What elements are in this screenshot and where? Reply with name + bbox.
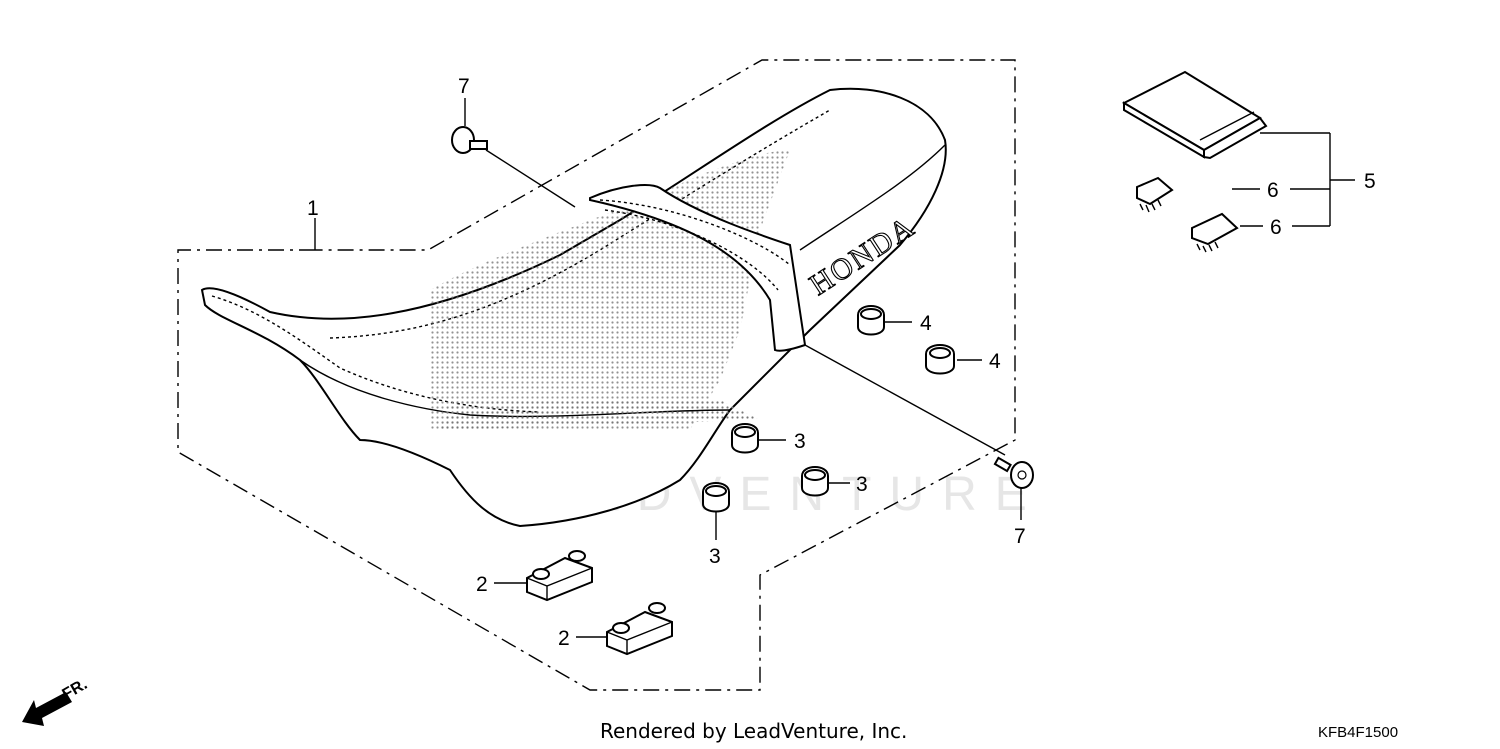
footer-credit: Rendered by LeadVenture, Inc. [600, 719, 907, 743]
callout-cushion-4-lower: 4 [989, 350, 1001, 373]
callout-clip-6-upper: 6 [1267, 179, 1279, 202]
cushion-4-upper[interactable] [857, 305, 885, 336]
assembly-outline [177, 59, 1016, 691]
callout-bolt-lower: 7 [1014, 525, 1026, 548]
bolt-lower[interactable] [993, 456, 1034, 489]
callout-kit: 5 [1364, 170, 1376, 193]
bolt-upper[interactable] [451, 126, 488, 154]
callout-block-2-lower: 2 [558, 627, 570, 650]
cushion-3-a[interactable] [731, 423, 759, 454]
block-2-upper[interactable] [526, 550, 593, 602]
callout-block-2-upper: 2 [476, 573, 488, 596]
seat-assembly[interactable]: HONDA [200, 87, 947, 528]
callout-clip-6-lower: 6 [1270, 216, 1282, 239]
cushion-3-b[interactable] [801, 466, 829, 497]
diagram-code: KFB4F1500 [1318, 724, 1398, 741]
cushion-4-lower[interactable] [925, 344, 955, 375]
seat-cover-kit[interactable] [1121, 70, 1268, 160]
block-2-lower[interactable] [606, 602, 673, 656]
clip-6-upper[interactable] [1136, 176, 1174, 213]
cushion-3-c[interactable] [702, 482, 730, 513]
clip-6-lower[interactable] [1191, 212, 1239, 253]
front-direction-arrow: FR. [22, 676, 90, 726]
callout-cushion-3-a: 3 [794, 430, 806, 453]
leader-lines [314, 98, 1355, 638]
callout-bolt-upper: 7 [458, 75, 470, 98]
callout-cushion-4-upper: 4 [920, 312, 932, 335]
callout-cushion-3-b: 3 [856, 473, 868, 496]
callout-seat: 1 [307, 197, 319, 220]
callout-cushion-3-c: 3 [709, 545, 721, 568]
